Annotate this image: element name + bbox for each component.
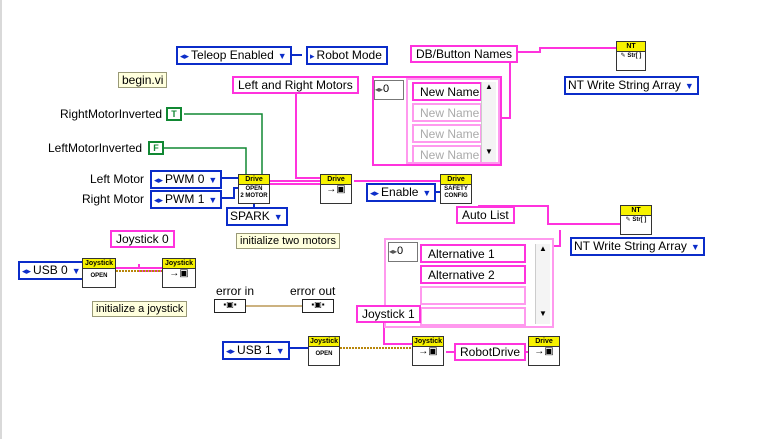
vertical-scrollbar[interactable]: ▲ ▼ bbox=[535, 244, 550, 324]
array-index[interactable]: ◂▸0 bbox=[374, 80, 404, 100]
chevron-down-icon: ▼ bbox=[273, 212, 283, 222]
left-motor-label: Left Motor bbox=[90, 172, 145, 186]
robot-mode-indicator[interactable]: ▸Robot Mode bbox=[306, 46, 388, 65]
increment-arrows-icon: ◂▸ bbox=[154, 195, 164, 205]
init-motors-note: initialize two motors bbox=[236, 233, 340, 249]
increment-arrows-icon: ◂▸ bbox=[154, 175, 164, 185]
right-motor-inverted-label: RightMotorInverted bbox=[60, 107, 163, 121]
increment-arrows-icon: ◂▸ bbox=[180, 51, 190, 61]
right-motor-inverted-constant[interactable]: T bbox=[166, 107, 182, 121]
list-item[interactable]: Alternative 2 bbox=[420, 265, 526, 284]
list-item[interactable]: New Name bbox=[412, 124, 482, 143]
enable-ring[interactable]: ◂▸Enable▼ bbox=[366, 183, 437, 202]
alternatives-array[interactable]: ◂▸0 Alternative 1 Alternative 2 ▲ ▼ bbox=[384, 238, 554, 328]
refnum-icon: →▣ bbox=[534, 346, 554, 357]
refnum-icon: →▣ bbox=[418, 346, 438, 357]
drive-refnum-vi[interactable]: Drive →▣ bbox=[320, 174, 352, 204]
wire-motors-name bbox=[295, 91, 322, 179]
array-index[interactable]: ◂▸0 bbox=[388, 242, 418, 262]
nt-write-string-array-ring-1[interactable]: NT Write String Array▼ bbox=[564, 76, 699, 95]
robot-drive-label[interactable]: RobotDrive bbox=[454, 343, 527, 361]
chevron-down-icon: ▼ bbox=[690, 242, 700, 252]
increment-arrows-icon: ◂▸ bbox=[226, 346, 236, 356]
chevron-down-icon: ▼ bbox=[275, 346, 285, 356]
nt-write-string-array-ring-2[interactable]: NT Write String Array▼ bbox=[570, 237, 705, 256]
pencil-icon: ✎ Str[ ] bbox=[625, 217, 647, 223]
right-motor-pwm-ring[interactable]: ◂▸PWM 1▼ bbox=[150, 190, 223, 209]
list-item[interactable] bbox=[420, 286, 526, 305]
joystick0-label[interactable]: Joystick 0 bbox=[110, 230, 175, 248]
error-in-cluster[interactable]: ▪▣▪ bbox=[214, 299, 246, 313]
left-motor-inverted-label: LeftMotorInverted bbox=[48, 141, 143, 155]
scroll-up-icon[interactable]: ▲ bbox=[539, 244, 547, 253]
chevron-down-icon: ▼ bbox=[684, 81, 694, 91]
joystick1-label[interactable]: Joystick 1 bbox=[356, 305, 421, 323]
refnum-icon: →▣ bbox=[169, 268, 189, 279]
list-item[interactable]: New Name bbox=[412, 103, 482, 122]
error-cluster-icon: ▪▣▪ bbox=[223, 300, 237, 309]
scroll-down-icon[interactable]: ▼ bbox=[539, 309, 547, 318]
chevron-down-icon: ▼ bbox=[208, 175, 218, 185]
left-motor-pwm-ring[interactable]: ◂▸PWM 0▼ bbox=[150, 170, 223, 189]
chevron-down-icon: ▼ bbox=[277, 51, 287, 61]
pencil-icon: ✎ Str[ ] bbox=[620, 53, 642, 59]
name-array-list: New Name New Name New Name New Name ▲ ▼ bbox=[406, 78, 500, 164]
left-motor-inverted-constant[interactable]: F bbox=[148, 141, 164, 155]
list-item[interactable] bbox=[420, 307, 526, 326]
list-item[interactable]: Alternative 1 bbox=[420, 244, 526, 263]
chevron-down-icon: ▼ bbox=[208, 195, 218, 205]
right-motor-label: Right Motor bbox=[82, 192, 145, 206]
name-array[interactable]: ◂▸0 New Name New Name New Name New Name … bbox=[372, 76, 502, 166]
joystick-open-vi[interactable]: Joystick OPEN bbox=[82, 258, 116, 288]
chevron-down-icon: ▼ bbox=[71, 266, 81, 276]
error-out-label: error out bbox=[290, 284, 336, 298]
vertical-scrollbar[interactable]: ▲ ▼ bbox=[481, 82, 496, 162]
error-in-label: error in bbox=[216, 284, 255, 298]
increment-arrows-icon: ◂▸ bbox=[370, 188, 380, 198]
joystick-open-vi-2[interactable]: Joystick OPEN bbox=[308, 336, 340, 366]
drive-refnum-vi-2[interactable]: Drive →▣ bbox=[528, 336, 560, 366]
list-item[interactable]: New Name bbox=[412, 145, 482, 164]
nt-write-vi-2[interactable]: NT ✎ Str[ ] bbox=[620, 205, 652, 235]
usb0-ring[interactable]: ◂▸USB 0▼ bbox=[18, 261, 86, 280]
chevron-down-icon: ▼ bbox=[422, 188, 432, 198]
joystick-refnum-vi-2[interactable]: Joystick →▣ bbox=[412, 336, 444, 366]
scroll-down-icon[interactable]: ▼ bbox=[485, 147, 493, 156]
left-right-motors-label[interactable]: Left and Right Motors bbox=[232, 76, 359, 94]
enum-indicator-icon: ▸ bbox=[310, 51, 315, 61]
refnum-icon: →▣ bbox=[326, 184, 346, 195]
error-cluster-icon: ▪▣▪ bbox=[311, 300, 325, 309]
scroll-up-icon[interactable]: ▲ bbox=[485, 82, 493, 91]
joystick-refnum-vi[interactable]: Joystick →▣ bbox=[162, 258, 196, 288]
auto-list-label[interactable]: Auto List bbox=[456, 206, 515, 224]
spark-ring[interactable]: SPARK▼ bbox=[226, 207, 288, 226]
nt-write-vi-1[interactable]: NT ✎ Str[ ] bbox=[616, 41, 646, 71]
list-item[interactable]: New Name bbox=[412, 82, 482, 101]
begin-vi-label: begin.vi bbox=[118, 72, 168, 88]
db-button-names-label[interactable]: DB/Button Names bbox=[410, 45, 519, 63]
increment-arrows-icon: ◂▸ bbox=[22, 266, 32, 276]
window-left-edge bbox=[0, 0, 2, 439]
init-joystick-note: initialize a joystick bbox=[92, 301, 188, 317]
teleop-enabled-ring[interactable]: ◂▸Teleop Enabled▼ bbox=[176, 46, 292, 65]
error-out-cluster[interactable]: ▪▣▪ bbox=[302, 299, 334, 313]
usb1-ring[interactable]: ◂▸USB 1▼ bbox=[222, 341, 290, 360]
